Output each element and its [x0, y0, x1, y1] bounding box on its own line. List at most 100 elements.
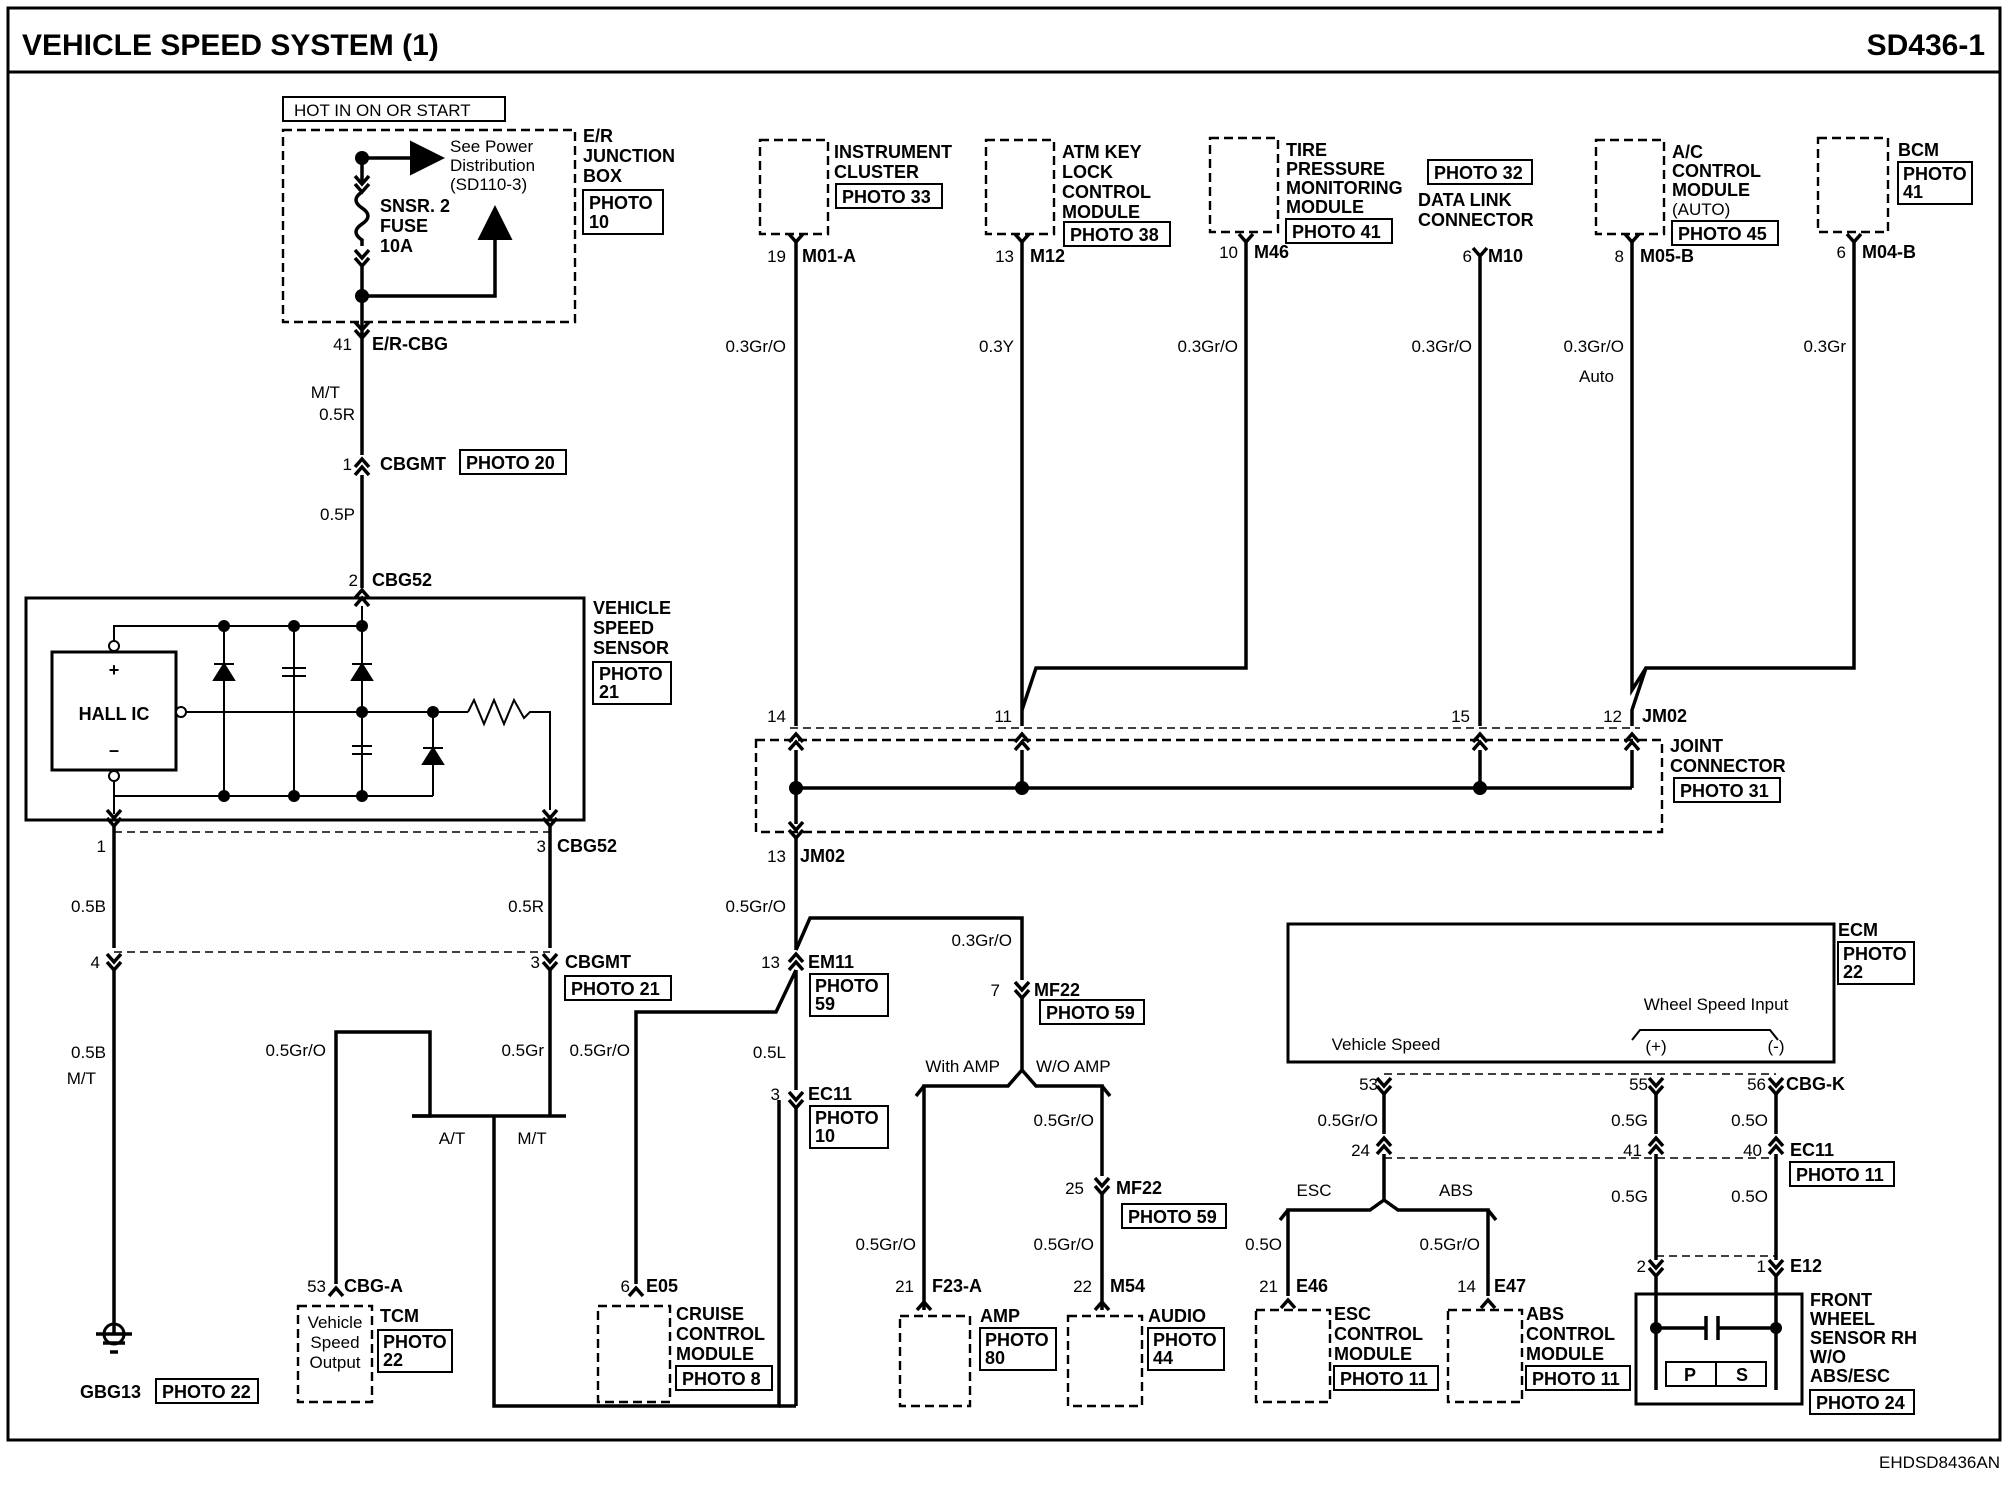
em11-label: EM11	[808, 952, 854, 972]
hall-ic-label: HALL IC	[79, 704, 150, 724]
atm-key-lock-box	[984, 138, 1056, 236]
abs-box	[1446, 1308, 1524, 1404]
m04b-connector	[1845, 232, 1863, 245]
ac-name-4: (AUTO)	[1672, 200, 1730, 219]
wire-05r-label-b: 0.5R	[508, 897, 544, 916]
cruise-box	[596, 1304, 672, 1404]
esc-photo: PHOTO 11	[1340, 1369, 1428, 1389]
e47-connector	[1479, 1297, 1497, 1310]
atm-photo-box	[1063, 221, 1171, 247]
wheel-p: P	[1684, 1365, 1696, 1385]
tpms-name-4: MODULE	[1286, 197, 1364, 217]
cbgk-pin56	[1767, 1076, 1785, 1097]
m05b-pin: 8	[1615, 247, 1624, 266]
bcm-photo-1: PHOTO	[1903, 164, 1967, 184]
wire-05p-label: 0.5P	[320, 505, 355, 524]
m12-connector	[1013, 232, 1031, 245]
node-f	[218, 790, 230, 802]
tcm-connector	[327, 1285, 345, 1298]
ecm-photo-2: 22	[1843, 962, 1863, 982]
joint-name-1: JOINT	[1670, 736, 1723, 756]
atm-name-2: LOCK	[1062, 162, 1113, 182]
esc-pin: 21	[1259, 1277, 1278, 1296]
diagram-frame	[6, 6, 2002, 1442]
m10-connector	[1471, 246, 1489, 259]
cbgmt-bottom-label: CBGMT	[565, 952, 631, 972]
junction-photo-2: 10	[589, 212, 609, 232]
split-ticks	[914, 1084, 1112, 1098]
diode-c	[421, 746, 445, 765]
wheel-name-5: ABS/ESC	[1810, 1366, 1890, 1386]
wheel-name-1: FRONT	[1810, 1290, 1872, 1310]
amp-name: AMP	[980, 1306, 1020, 1326]
mf22-connector	[1013, 980, 1031, 1001]
e12-pin-1: 1	[1757, 1257, 1766, 1276]
resistor	[467, 697, 551, 810]
sensor-name-1: VEHICLE	[593, 598, 671, 618]
audio-photo-2: 44	[1153, 1348, 1173, 1368]
ecm-plus: (+)	[1645, 1037, 1666, 1056]
wo-amp-label: W/O AMP	[1036, 1057, 1111, 1076]
sensor-ground-rail	[113, 781, 433, 797]
m46-pin: 10	[1219, 243, 1238, 262]
bcm-box	[1816, 136, 1890, 234]
cbgmt-pin: 1	[343, 455, 352, 474]
m54-connector	[1093, 1299, 1111, 1312]
wire-ac	[1630, 242, 1648, 697]
ground-terminal	[102, 1322, 126, 1346]
cruise-photo-box	[675, 1365, 773, 1391]
amp-photo-1: PHOTO	[985, 1330, 1049, 1350]
ecm-vehicle-speed: Vehicle Speed	[1332, 1035, 1441, 1054]
wire-audio: 0.5Gr/O	[1034, 1235, 1094, 1254]
node-d	[356, 706, 368, 718]
esc-name-1: ESC	[1334, 1304, 1371, 1324]
joint-node-2	[1015, 781, 1029, 795]
wheel-sensor-box	[1634, 1292, 1804, 1406]
esc-abs-split	[1286, 1154, 1490, 1296]
ec11-pin24	[1375, 1135, 1393, 1156]
er-cbg-pin: 41	[333, 335, 352, 354]
sensor-name-3: SENSOR	[593, 638, 669, 658]
cruise-connector: E05	[646, 1276, 678, 1296]
capacitor-a	[282, 667, 306, 677]
cruise-name-1: CRUISE	[676, 1304, 744, 1324]
ac-auto-note: Auto	[1579, 367, 1614, 386]
abs-photo: PHOTO 11	[1532, 1369, 1620, 1389]
hall-plus: +	[109, 660, 120, 680]
wire-amp-split	[922, 998, 1104, 1310]
junction-name-2: JUNCTION	[583, 146, 675, 166]
mf22-photo: PHOTO 59	[1046, 1003, 1135, 1023]
m10-wire: 0.3Gr/O	[1412, 337, 1472, 356]
abs-name-3: MODULE	[1526, 1344, 1604, 1364]
wheel-s: S	[1736, 1365, 1748, 1385]
ecm-w2: 0.5G	[1611, 1111, 1648, 1130]
center-wiring: 0.5Gr/O 13 EM11 PHOTO 59 0.3Gr/O 7 MF22 …	[596, 838, 1227, 1408]
e05-connector	[627, 1285, 645, 1298]
tcm-photo-2: 22	[383, 1350, 403, 1370]
ecm-w7: 0.5O	[1731, 1187, 1768, 1206]
cbgmt-pin3-connector	[541, 952, 559, 973]
instrument-photo-box	[835, 183, 943, 209]
wire-05gro-wo: 0.5Gr/O	[1034, 1111, 1094, 1130]
hall-plus-lead	[113, 625, 119, 641]
wheel-speed-bracket	[1631, 1029, 1779, 1041]
amp-photo-box	[979, 1327, 1057, 1371]
tpms-box	[1208, 136, 1280, 234]
junction-name-1: E/R	[583, 126, 613, 146]
node-g	[288, 790, 300, 802]
sensor-pin3-connector	[541, 808, 559, 829]
audio-name: AUDIO	[1148, 1306, 1206, 1326]
m05b-wire: 0.3Gr/O	[1564, 337, 1624, 356]
tpms-name-2: PRESSURE	[1286, 159, 1385, 179]
e12-label: E12	[1790, 1256, 1822, 1276]
m01a-pin: 19	[767, 247, 786, 266]
cruise-photo: PHOTO 8	[682, 1369, 761, 1389]
ecm-photo-1: PHOTO	[1843, 944, 1907, 964]
f23a-connector	[915, 1299, 933, 1312]
ecm-w6: 0.5G	[1611, 1187, 1648, 1206]
ec11-pin40	[1767, 1135, 1785, 1156]
esc-abs-ticks	[1278, 1208, 1498, 1222]
cruise-name-2: CONTROL	[676, 1324, 765, 1344]
junction-photo-box	[582, 189, 664, 235]
joint-photo: PHOTO 31	[1680, 781, 1769, 801]
